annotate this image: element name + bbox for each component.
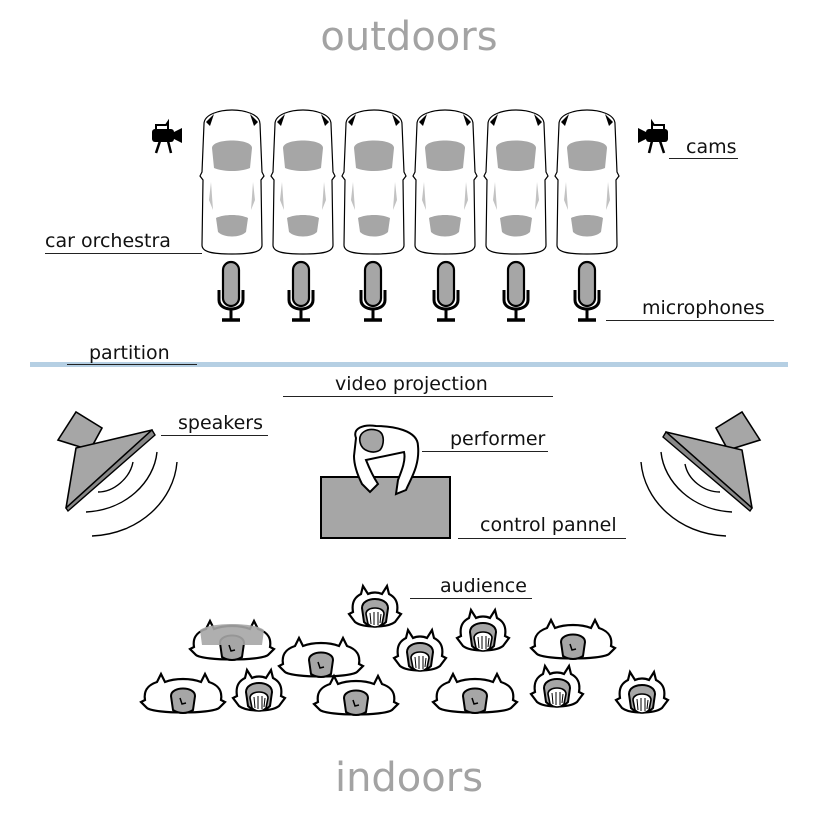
audience-member <box>139 672 227 715</box>
performer-label: performer <box>450 428 546 450</box>
performer-figure <box>352 424 420 496</box>
speakers-leader-line <box>161 435 268 437</box>
audience-label: audience <box>440 575 527 597</box>
car-5 <box>483 109 549 255</box>
camera-icon-left <box>150 120 184 155</box>
partition-leader-line <box>67 364 197 366</box>
car-1 <box>199 109 265 255</box>
microphone-icon-3 <box>359 260 387 322</box>
car-3 <box>341 109 407 255</box>
audience-member <box>347 584 403 629</box>
car-orchestra-group <box>199 109 620 255</box>
microphone-icon-6 <box>573 260 601 322</box>
car-4 <box>412 109 478 255</box>
performer-leader-line <box>422 451 548 453</box>
audience-member <box>392 628 448 673</box>
audience-member <box>614 670 670 715</box>
speaker-icon-left <box>56 410 178 537</box>
microphone-icon-5 <box>502 260 530 322</box>
video-projection-leader-line <box>283 396 553 398</box>
control-panel-label: control pannel <box>480 514 617 536</box>
control-panel <box>320 476 451 539</box>
microphones-group <box>217 260 601 322</box>
partition-label: partition <box>89 342 170 364</box>
outdoors-heading: outdoors <box>320 14 498 60</box>
speakers-label: speakers <box>178 412 264 434</box>
control-panel-leader-line <box>458 538 626 540</box>
car-orchestra-leader-line <box>45 253 202 255</box>
audience-group <box>139 584 670 717</box>
microphones-leader-line <box>606 320 774 322</box>
audience-member <box>529 618 617 661</box>
audience-member <box>277 636 365 679</box>
indoors-heading: indoors <box>334 755 484 801</box>
car-orchestra-label: car orchestra <box>45 230 171 252</box>
video-projection-label: video projection <box>335 373 488 395</box>
car-2 <box>270 109 336 255</box>
microphones-label: microphones <box>642 297 765 319</box>
audience-member <box>231 668 287 713</box>
audience-leader-line <box>410 598 532 600</box>
audience-member <box>529 664 585 709</box>
audience-member <box>455 608 511 653</box>
microphone-icon-4 <box>432 260 460 322</box>
camera-icon-right <box>636 120 670 155</box>
car-6 <box>554 109 620 255</box>
audience-member <box>312 674 400 717</box>
microphone-icon-1 <box>217 260 245 322</box>
cams-label: cams <box>686 136 737 158</box>
microphone-icon-2 <box>287 260 315 322</box>
audience-member <box>188 619 276 662</box>
partition-wall <box>30 362 788 367</box>
cams-leader-line <box>669 158 738 160</box>
speaker-icon-right <box>640 410 762 537</box>
audience-member <box>431 672 519 715</box>
